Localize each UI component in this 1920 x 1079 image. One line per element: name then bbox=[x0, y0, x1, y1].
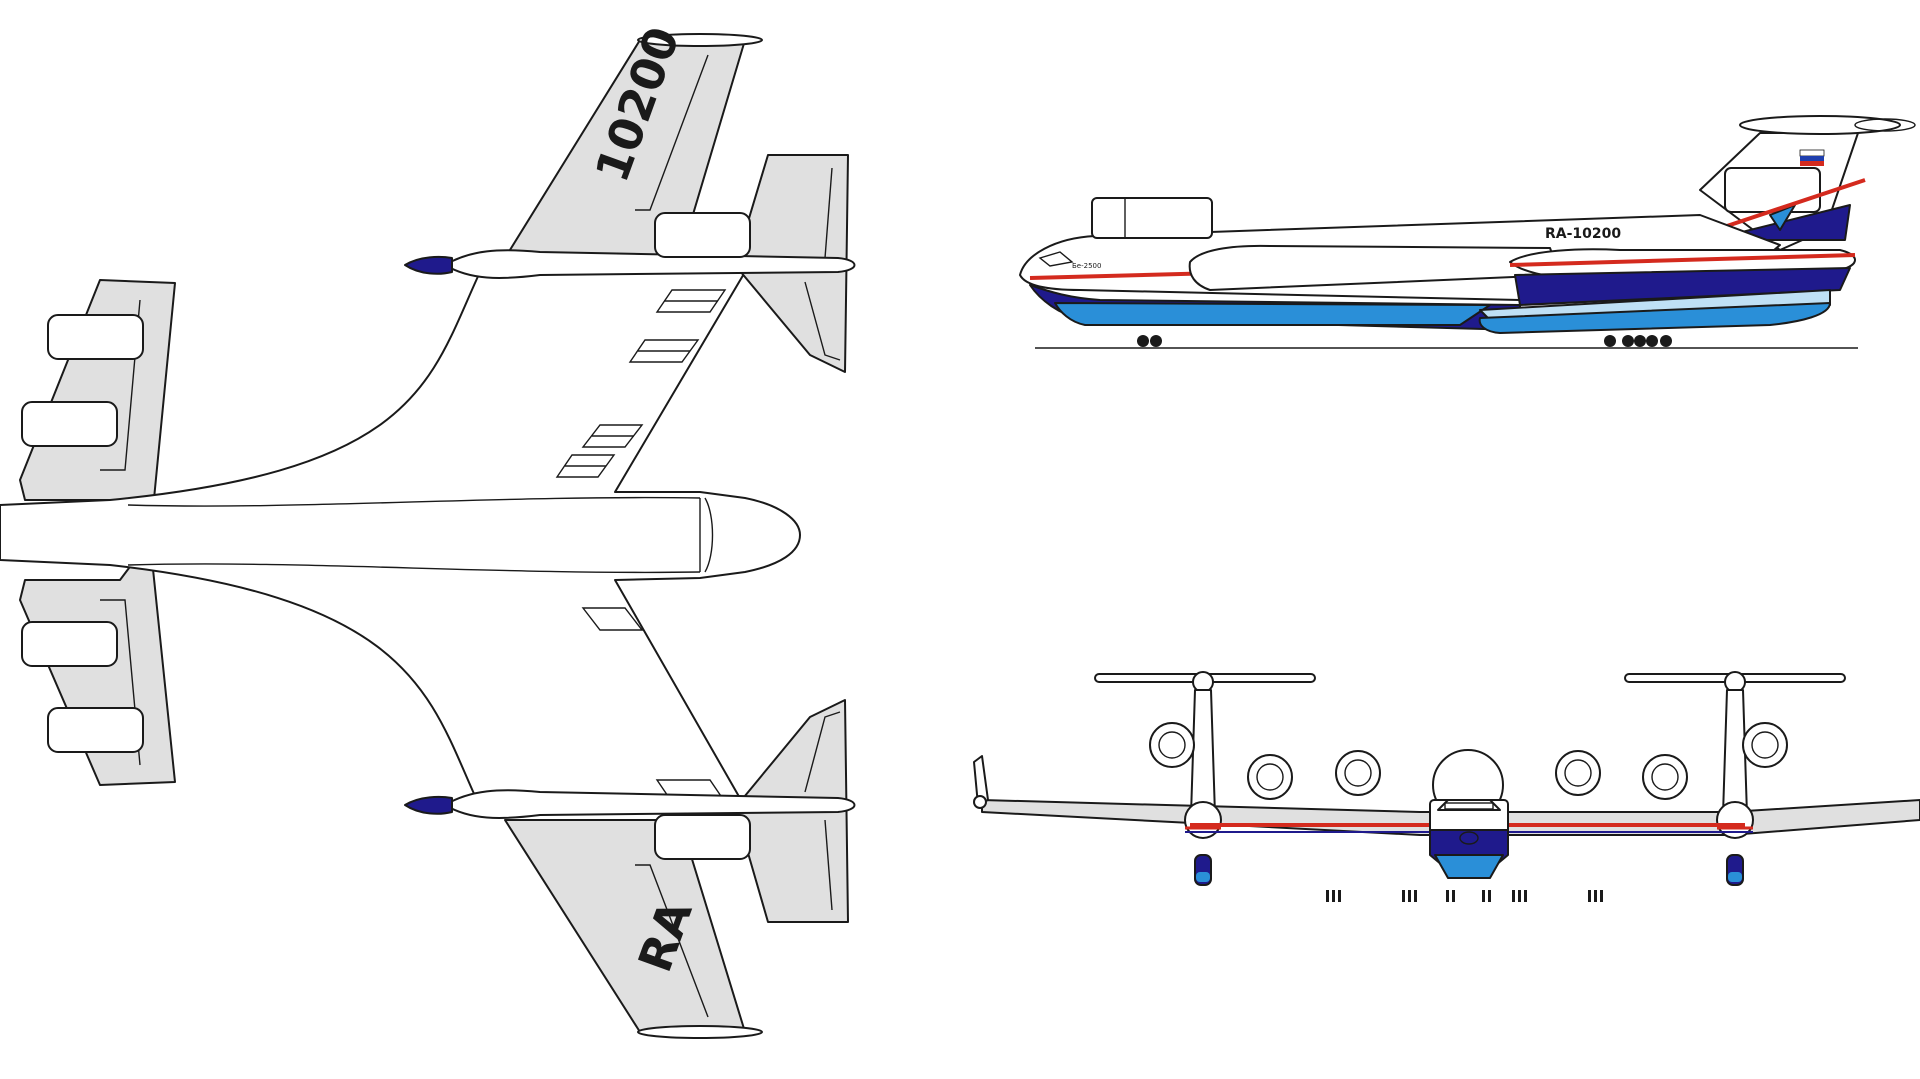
front-float-right bbox=[1716, 801, 1754, 886]
front-engines bbox=[1149, 722, 1788, 800]
outer-wing-lower: RA bbox=[504, 819, 763, 1039]
tail-plane-upper bbox=[19, 279, 176, 541]
side-landing-gear bbox=[1137, 335, 1672, 347]
front-view bbox=[973, 671, 1920, 902]
side-registration: RA-10200 bbox=[1545, 226, 1621, 242]
side-view: RA-10200 Бе-2500 bbox=[1019, 115, 1916, 349]
front-fuselage bbox=[1429, 749, 1509, 879]
flag bbox=[1799, 149, 1825, 166]
center-body bbox=[0, 271, 801, 808]
tail-plane-lower bbox=[19, 539, 176, 786]
float-pod-upper bbox=[404, 154, 856, 373]
float-pod-lower bbox=[404, 699, 856, 923]
front-float-left bbox=[1184, 801, 1222, 886]
front-tail-right bbox=[1624, 671, 1846, 816]
front-landing-gear bbox=[1326, 890, 1603, 902]
side-type-name: Бе-2500 bbox=[1072, 262, 1101, 270]
top-view: 10200 RA bbox=[0, 20, 856, 1039]
